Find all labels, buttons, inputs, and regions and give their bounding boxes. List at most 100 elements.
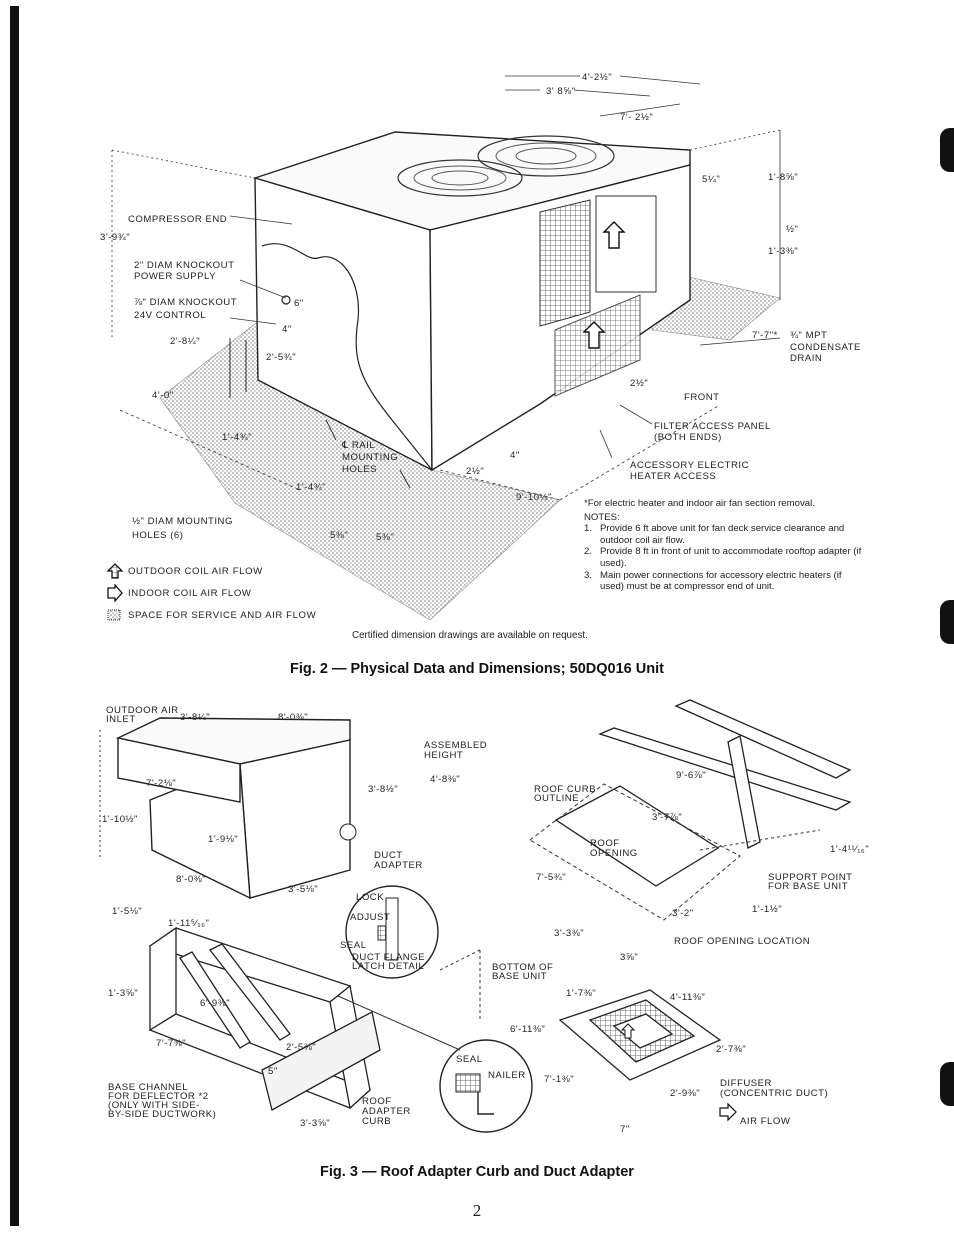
dim-label: 2'-5⅜" [286, 1042, 316, 1053]
legend-text: INDOOR COIL AIR FLOW [128, 587, 252, 599]
label-roof-adapter-curb: CURB [362, 1116, 391, 1127]
curb-channel-1 [209, 943, 291, 1041]
label-air-flow: AIR FLOW [740, 1116, 791, 1127]
dim-label: 5⅜" [330, 530, 348, 541]
dim-label: 3'-3⅝" [300, 1118, 330, 1129]
label-diffuser: (CONCENTRIC DUCT) [720, 1088, 828, 1099]
dim-label: 7'- 2½" [620, 112, 653, 123]
label-front: FRONT [684, 392, 720, 403]
dim-label: 3' 8⅝" [546, 86, 576, 97]
dim-label: 4'-2½" [582, 72, 612, 83]
label-base-channel: (ONLY WITH SIDE- [108, 1100, 200, 1111]
label-diffuser: DIFFUSER [720, 1078, 772, 1089]
condenser-fan-1 [397, 159, 523, 197]
dim-label: 8'-0⅜" [176, 874, 206, 885]
dim-label: 3'-2" [672, 908, 694, 919]
curb-channel-2 [179, 951, 251, 1049]
label-bottom-base: BASE UNIT [492, 971, 547, 982]
dim-label: 9'-10¼" [516, 492, 552, 503]
label-adjust: ADJUST [350, 912, 390, 923]
label-control-knockout: 24V CONTROL [134, 310, 206, 321]
dim-label: 1'-3⅝" [108, 988, 138, 999]
label-roof-opening: ROOF [590, 838, 620, 849]
dim-label: 5" [268, 1066, 278, 1077]
note-item: 1.Provide 6 ft above unit for fan deck s… [584, 523, 845, 546]
dim-label: 2½" [630, 378, 648, 389]
dim-label: 4'-0" [152, 390, 174, 401]
label-latch-detail: LATCH DETAIL [352, 961, 424, 972]
dim-label: 2'-5¾" [266, 352, 296, 363]
notes-title: NOTES: [584, 511, 620, 523]
dim-label: 1'-9⅛" [208, 834, 238, 845]
label-lock: LOCK [356, 892, 384, 903]
dim-label: 1'-7⅜" [566, 988, 596, 999]
label-rail-holes: HOLES [342, 464, 377, 475]
label-condensate-drain: ¾" MPT [790, 330, 827, 341]
service-space-hatch-icon [107, 609, 121, 621]
condenser-fan-2 [477, 135, 615, 177]
label-roof-curb-outline: OUTLINE [534, 793, 579, 804]
roof-rail-1 [598, 727, 852, 811]
dim-label: 7'-5¾" [536, 872, 566, 883]
label-power-knockout: 2" DIAM KNOCKOUT [134, 260, 234, 271]
roof-opening [554, 785, 720, 887]
label-seal: SEAL [456, 1054, 483, 1065]
dim-label: 8'-0⅜" [278, 712, 308, 723]
fig2-legend: OUTDOOR COIL AIR FLOW INDOOR COIL AIR FL… [106, 560, 316, 626]
label-heater-access: HEATER ACCESS [630, 471, 716, 482]
dim-label: 3⅝" [620, 952, 638, 963]
label-roof-adapter-curb: ADAPTER [362, 1106, 411, 1117]
dim-label: 1'-4¾" [296, 482, 326, 493]
dim-label: 7" [620, 1124, 630, 1135]
note-item: 2.Provide 8 ft in front of unit to accom… [584, 546, 862, 569]
label-outdoor-inlet: OUTDOOR AIR [106, 705, 179, 716]
fig2-unit-drawing: COMPRESSOR END 3'-9¾" 2" DIAM KNOCKOUT P… [100, 72, 860, 621]
label-seal: SEAL [340, 940, 367, 951]
binding-tab-mark [940, 600, 954, 644]
label-condensate-drain: DRAIN [790, 353, 822, 364]
dim-label: 7'-1⅜" [544, 1074, 574, 1085]
dim-label: 1'-5⅛" [112, 906, 142, 917]
label-filter-access: FILTER ACCESS PANEL [654, 421, 771, 432]
label-compressor-end: COMPRESSOR END [128, 214, 227, 225]
dim-label: ½" [786, 224, 798, 235]
curb-base-plate [261, 1011, 381, 1111]
dim-label: 7'-7⅝" [156, 1038, 186, 1049]
legend-item: INDOOR COIL AIR FLOW [106, 582, 316, 604]
label-filter-access: (BOTH ENDS) [654, 432, 722, 443]
label-control-knockout: ⅞" DIAM KNOCKOUT [134, 297, 237, 308]
dim-label: 1'-8⅝" [768, 172, 798, 183]
dim-label: 1'-10½" [102, 814, 138, 825]
dim-label: 6'-9⅜" [200, 998, 230, 1009]
label-latch-detail: DUCT FLANGE [352, 952, 425, 963]
dim-label: 2½" [466, 466, 484, 477]
dim-label: 4'-11⅜" [670, 992, 705, 1003]
dim-label: 3'-8½" [368, 784, 398, 795]
legend-text: SPACE FOR SERVICE AND AIR FLOW [128, 609, 317, 621]
dim-label: 1'-4¾" [222, 432, 252, 443]
binding-tab-mark [940, 128, 954, 172]
dim-label: 5⅜" [376, 532, 394, 543]
footnote: *For electric heater and indoor air fan … [584, 498, 815, 509]
dim-label: 1'-11⁵⁄₁₆" [168, 918, 209, 929]
dim-label: 3'-5⅛" [288, 884, 318, 895]
roof-rail-2 [674, 699, 852, 779]
label-roof-opening: OPENING [590, 848, 638, 859]
certified-note: Certified dimension drawings are availab… [352, 630, 588, 641]
dim-label: 1'-3⅜" [768, 246, 798, 257]
legend-text: OUTDOOR COIL AIR FLOW [128, 565, 263, 577]
label-roof-adapter-curb: ROOF [362, 1096, 392, 1107]
label-bottom-base: BOTTOM OF [492, 962, 553, 973]
fig2-caption: Fig. 2 — Physical Data and Dimensions; 5… [290, 661, 664, 677]
label-nailer: NAILER [488, 1070, 526, 1081]
roof-rail-3 [727, 735, 761, 849]
dim-label: 6'-11⅜" [510, 1024, 545, 1035]
dim-label: 5¼" [702, 174, 720, 185]
label-base-channel: FOR DEFLECTOR *2 [108, 1091, 209, 1102]
dim-label: 9'-6⅞" [676, 770, 706, 781]
label-rail-holes: MOUNTING [342, 452, 398, 463]
label-duct-adapter: ADAPTER [374, 860, 423, 871]
label-heater-access: ACCESSORY ELECTRIC [630, 460, 749, 471]
outdoor-air-hood [117, 737, 241, 803]
dim-label: 1'-1½" [752, 904, 782, 915]
